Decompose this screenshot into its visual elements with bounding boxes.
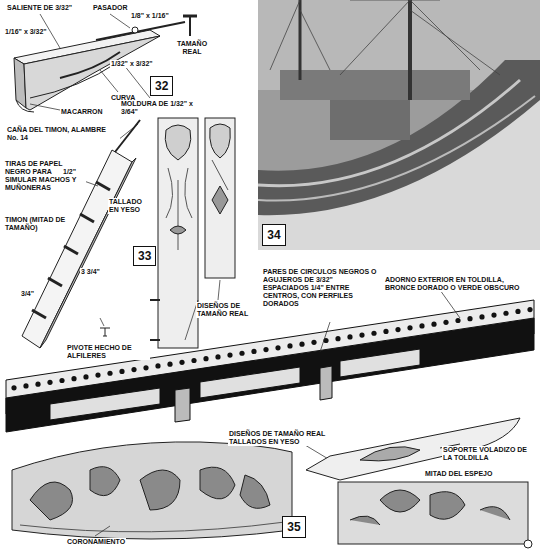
part-label: TALLADO EN YESO <box>108 198 154 214</box>
crown-carving <box>12 442 292 539</box>
figure-number-box: 34 <box>262 224 286 246</box>
rudder-figure <box>22 120 140 348</box>
decorated-band <box>6 300 534 432</box>
figure-number: 32 <box>152 78 171 94</box>
part-label: CAÑA DEL TIMON, ALAMBRE No. 14 <box>6 126 120 142</box>
part-label: PARES DE CIRCULOS NEGROS O AGUJEROS DE 3… <box>262 268 380 308</box>
figure-number-box: 32 <box>150 76 173 96</box>
part-label: DISEÑOS DE TAMAÑO REAL TALLADOS EN YESO <box>228 430 350 446</box>
part-label: SOPORTE VOLADIZO DE LA TOLDILLA <box>442 446 536 462</box>
figure-number: 33 <box>135 248 154 264</box>
ship-photo <box>258 0 540 250</box>
part-label: TAMAÑO REAL <box>170 40 214 56</box>
part-label: PIVOTE HECHO DE ALFILERES <box>66 344 150 360</box>
part-label: 3/4" <box>20 290 35 298</box>
part-label: MITAD DEL ESPEJO <box>424 470 493 478</box>
part-label: PASADOR <box>92 4 128 12</box>
figure-number-box: 33 <box>133 246 156 266</box>
part-label: ADORNO EXTERIOR EN TOLDILLA, BRONCE DORA… <box>384 276 536 292</box>
part-label: 1/8" x 1/16" <box>130 12 170 20</box>
part-label: 1/16" x 3/32" <box>4 28 48 36</box>
figure-number: 34 <box>264 227 283 243</box>
part-label: DISEÑOS DE TAMAÑO REAL <box>196 302 250 318</box>
mirror-carving <box>338 482 532 548</box>
part-label: 1/32" x 3/32" <box>110 60 154 68</box>
part-label: TIRAS DE PAPEL NEGRO PARA SIMULAR MACHOS… <box>4 160 86 192</box>
part-label: CORONAMIENTO <box>66 538 126 546</box>
part-label: SALIENTE DE 3/32" <box>6 4 73 12</box>
part-label: TIMON (MITAD DE TAMAÑO) <box>4 216 70 232</box>
part-label: MACARRON <box>60 108 104 116</box>
figure-number-box: 35 <box>282 516 306 538</box>
part-label: 1/2" <box>62 168 77 176</box>
figure-number: 35 <box>284 519 303 535</box>
part-label: MOLDURA DE 1/32" x 3/64" <box>120 100 202 116</box>
part-label: 3 3/4" <box>80 268 101 276</box>
leader-lines <box>95 442 330 536</box>
